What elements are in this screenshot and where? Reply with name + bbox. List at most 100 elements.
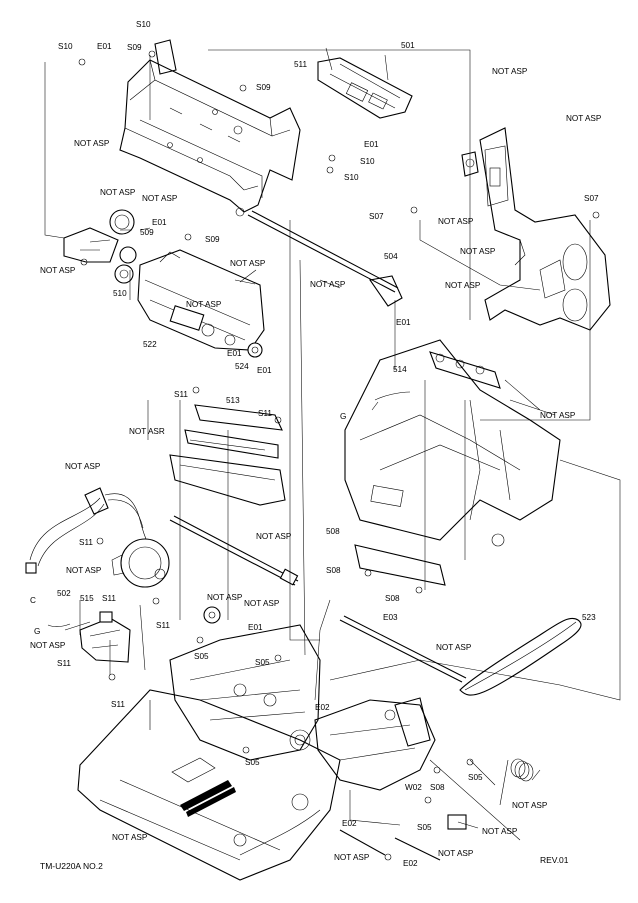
callout-label: S08 (385, 594, 400, 603)
callout-label: 513 (226, 396, 240, 405)
callout-label: NOT ASP (566, 114, 602, 123)
callout-label: 514 (393, 365, 407, 374)
callout-label: NOT ASP (334, 853, 370, 862)
spring (499, 758, 541, 806)
base-frame (77, 689, 341, 881)
top-cover-plate-511 (317, 57, 413, 119)
callout-label: S11 (102, 594, 116, 603)
callout-label: 523 (582, 613, 596, 622)
callout-label: E01 (396, 318, 411, 327)
callout-label: NOT ASP (460, 247, 496, 256)
callout-label: E01 (248, 623, 263, 632)
callout-label: NOT ASP (438, 217, 474, 226)
callout-label: 508 (326, 527, 340, 536)
callout-label: 511 (294, 60, 307, 69)
callout-label: S07 (369, 212, 384, 221)
callout-label: S10 (136, 20, 151, 29)
callout-label: W02 (405, 783, 422, 792)
callout-label: G (34, 627, 40, 636)
callout-label: S05 (417, 823, 432, 832)
callout-label: S05 (194, 652, 209, 661)
callout-label: NOT ASP (207, 593, 243, 602)
long-roller-shaft (339, 615, 467, 683)
callout-label: 502 (57, 589, 71, 598)
sensor-gear (203, 606, 221, 624)
callout-label: NOT ASP (66, 566, 102, 575)
model-footer: TM-U220A NO.2 (40, 861, 103, 871)
callout-label: S10 (360, 157, 375, 166)
callout-label: S11 (79, 538, 93, 547)
gear-524 (247, 342, 263, 358)
callout-label: NOT ASP (74, 139, 110, 148)
callout-label: NOT ASP (112, 833, 148, 842)
callout-label: S05 (245, 758, 260, 767)
callout-label: E02 (403, 859, 418, 868)
platen-shaft (247, 210, 403, 307)
callout-label: S11 (258, 409, 272, 418)
callout-label: S09 (256, 83, 271, 92)
callout-label: NOT ASP (100, 188, 136, 197)
callout-label: NOT ASP (65, 462, 101, 471)
motor (111, 538, 170, 588)
sensor-bracket (79, 611, 131, 663)
screws (78, 50, 600, 804)
callout-label: S09 (127, 43, 142, 52)
callout-label: E03 (383, 613, 398, 622)
callout-label: E01 (97, 42, 112, 51)
callout-label: NOT ASP (244, 599, 280, 608)
head-carriage-513 (169, 404, 286, 506)
callout-label: NOT ASP (445, 281, 481, 290)
small-pins (339, 829, 441, 861)
main-frame-508 (344, 339, 561, 586)
callout-label: NOT ASP (540, 411, 576, 420)
callout-label: 515 (80, 594, 94, 603)
callout-label: E02 (315, 703, 330, 712)
gear-assembly-left (63, 209, 137, 284)
callout-label: NOT ASP (230, 259, 266, 268)
carriage-rod (169, 515, 299, 586)
callout-label: S08 (326, 566, 341, 575)
callout-label: NOT ASP (142, 194, 178, 203)
callout-label: S05 (468, 773, 483, 782)
callout-label: S09 (205, 235, 220, 244)
callout-label: S11 (174, 390, 188, 399)
callout-label: NOT ASR (129, 427, 165, 436)
callout-label: S11 (156, 621, 170, 630)
revision-footer: REV.01 (540, 855, 569, 865)
callout-label: 504 (384, 252, 398, 261)
callout-label: C (30, 596, 36, 605)
callout-label: E01 (227, 349, 242, 358)
right-lower-frame (314, 697, 436, 791)
callout-label: 509 (140, 228, 154, 237)
rubber-block (447, 814, 467, 830)
callout-labels: S10 S10 E01 S09 501 511 NOT ASP S09 NOT … (30, 20, 602, 868)
right-side-cover (461, 127, 611, 331)
callout-label: E01 (152, 218, 167, 227)
callout-label: NOT ASP (492, 67, 528, 76)
callout-label: S11 (57, 659, 71, 668)
callout-label: S10 (58, 42, 73, 51)
callout-label: NOT ASP (512, 801, 548, 810)
callout-label: NOT ASP (30, 641, 66, 650)
callout-label: NOT ASP (438, 849, 474, 858)
callout-label: E01 (257, 366, 272, 375)
callout-label: S05 (255, 658, 270, 667)
top-frame-assembly (119, 39, 301, 217)
callout-label: NOT ASP (186, 300, 222, 309)
callout-label: S08 (430, 783, 445, 792)
callout-label: 501 (401, 41, 415, 50)
callout-label: 522 (143, 340, 157, 349)
callout-label: G (340, 412, 346, 421)
callout-label: S11 (111, 700, 125, 709)
callout-label: S10 (344, 173, 359, 182)
callout-label: E02 (342, 819, 357, 828)
leader-lines (44, 47, 621, 841)
callout-label: S07 (584, 194, 599, 203)
callout-label: NOT ASP (436, 643, 472, 652)
callout-label: 524 (235, 362, 249, 371)
callout-label: 510 (113, 289, 127, 298)
callout-label: NOT ASP (310, 280, 346, 289)
callout-label: NOT ASP (40, 266, 76, 275)
callout-label: E01 (364, 140, 379, 149)
